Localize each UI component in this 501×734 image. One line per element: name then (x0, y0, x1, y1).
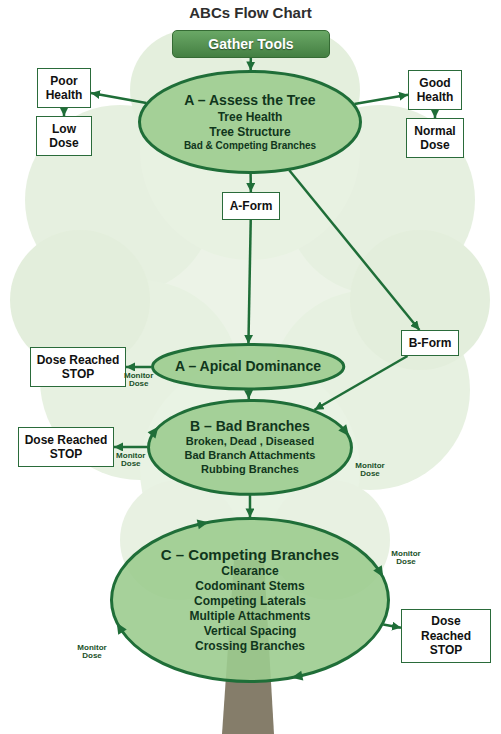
node-item: Crossing Branches (161, 639, 339, 654)
flow-arrow (91, 93, 146, 103)
node-text-group: Dose Reached STOP (36, 353, 121, 382)
cycle-arrowhead (373, 565, 383, 577)
foliage (350, 230, 490, 370)
step-ellipse: C – Competing BranchesClearanceCodominan… (110, 517, 390, 683)
tree-foliage (10, 30, 490, 600)
node-text-group: Normal Dose (412, 124, 459, 153)
dose-box: Low Dose (36, 116, 92, 156)
cycle-arrowhead (148, 426, 159, 438)
node-item: Competing Laterals (161, 594, 339, 609)
form-box: B-Form (401, 330, 459, 356)
flow-arrow (248, 220, 250, 344)
note-label: Monitor Dose (74, 644, 110, 661)
flow-arrow (383, 624, 401, 627)
note-label: Monitor Dose (388, 550, 424, 567)
node-item: Rubbing Branches (184, 463, 315, 477)
flow-arrow (289, 170, 419, 330)
cycle-arrowhead (197, 520, 209, 530)
flow-arrow (114, 446, 148, 449)
flow-arrow (247, 390, 250, 399)
node-item: Codominant Stems (161, 579, 339, 594)
step-ellipse: A – Assess the TreeTree HealthTree Struc… (138, 70, 362, 174)
step-ellipse: B – Bad BranchesBroken, Dead , DiseasedB… (147, 399, 353, 496)
stop-box: Dose Reached STOP (18, 427, 114, 467)
node-text-group: B – Bad BranchesBroken, Dead , DiseasedB… (184, 418, 315, 477)
node-heading: Dose Reached STOP (407, 614, 486, 657)
stop-box: Dose Reached STOP (401, 609, 491, 663)
node-text-group: A-Form (230, 199, 273, 213)
node-heading: Poor Health (43, 74, 86, 103)
condition-box: Good Health (408, 70, 462, 110)
foliage (140, 360, 360, 580)
edge-label: Monitor Dose (121, 372, 157, 389)
node-text-group: A – Apical Dominance (175, 358, 321, 376)
ellipse-shape (149, 400, 352, 494)
dose-box: Normal Dose (406, 118, 464, 158)
node-text-group: Good Health (414, 76, 457, 105)
node-heading: Dose Reached STOP (36, 353, 121, 382)
node-text-group: Gather Tools (208, 36, 293, 53)
node-item: Bad & Competing Branches (184, 140, 316, 153)
flow-arrow (126, 366, 151, 369)
node-heading: Normal Dose (412, 124, 459, 153)
node-item: Tree Structure (184, 125, 316, 140)
node-text-group: Dose Reached STOP (407, 614, 486, 657)
node-text-group: Dose Reached STOP (24, 433, 109, 462)
node-text-group: B-Form (409, 336, 452, 350)
edge-label: Monitor Dose (113, 452, 149, 469)
ellipse-shape (112, 519, 389, 682)
step-ellipse: A – Apical Dominance (151, 343, 345, 390)
form-box: A-Form (222, 192, 280, 220)
stop-box: Dose Reached STOP (30, 347, 126, 387)
node-item: Multiple Attachments (161, 609, 339, 624)
node-heading: B – Bad Branches (184, 418, 315, 436)
cycle-arrowhead (117, 623, 127, 635)
node-heading: Low Dose (42, 122, 87, 151)
node-heading: C – Competing Branches (161, 546, 339, 565)
start-box: Gather Tools (172, 30, 330, 58)
node-heading: Good Health (414, 76, 457, 105)
node-text-group: Low Dose (42, 122, 87, 151)
chart-title: ABCs Flow Chart (0, 4, 501, 21)
node-heading: A-Form (230, 199, 273, 213)
node-heading: A – Assess the Tree (184, 92, 316, 110)
node-heading: Dose Reached STOP (24, 433, 109, 462)
cycle-arrowhead (292, 671, 304, 681)
flow-arrow (354, 95, 408, 104)
note-label: Monitor Dose (352, 462, 388, 479)
node-item: Tree Health (184, 110, 316, 125)
flow-arrow (249, 495, 252, 518)
node-item: Clearance (161, 564, 339, 579)
cycle-arrowhead (338, 424, 349, 436)
flow-arrow (63, 108, 66, 116)
node-heading: A – Apical Dominance (175, 358, 321, 376)
node-text-group: Poor Health (43, 74, 86, 103)
node-item: Bad Branch Attachments (184, 449, 315, 463)
flow-arrow (434, 110, 437, 118)
node-item: Vertical Spacing (161, 624, 339, 639)
condition-box: Poor Health (37, 68, 91, 108)
node-text-group: C – Competing BranchesClearanceCodominan… (161, 546, 339, 655)
ellipse-shape (152, 345, 343, 389)
flow-arrow (249, 58, 252, 71)
ellipse-shape (140, 72, 361, 173)
node-text-group: A – Assess the TreeTree HealthTree Struc… (184, 92, 316, 152)
node-heading: B-Form (409, 336, 452, 350)
node-heading: Gather Tools (208, 36, 293, 53)
flow-arrow (249, 173, 252, 192)
node-item: Broken, Dead , Diseased (184, 435, 315, 449)
